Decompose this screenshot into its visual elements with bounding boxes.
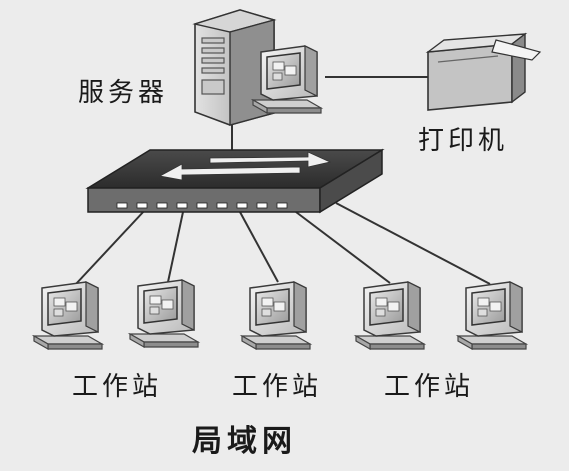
server-monitor [252,45,322,114]
workstation-4 [355,281,425,350]
workstation-2 [129,279,199,348]
switch-to-workstation-3-cable [239,211,279,283]
switch-to-workstation-1-cable [74,209,146,286]
printer [425,32,542,111]
switch-ports [116,202,288,209]
workstation-label: 工作站 [72,372,163,402]
workstation-1 [33,281,103,350]
workstation-label: 工作站 [384,372,475,402]
switch-to-workstation-5-cable [335,202,491,285]
server-label: 服务器 [78,78,169,108]
workstation-label: 工作站 [232,372,323,402]
workstation-5 [457,281,527,350]
workstation-3 [241,281,311,350]
printer-label: 打印机 [418,126,509,156]
network-cables [74,76,491,286]
switch-to-workstation-4-cable [295,211,391,284]
network-switch [85,148,385,214]
diagram-title: 局域网 [192,424,297,459]
switch-traffic-arrows [158,151,332,181]
switch-to-workstation-2-cable [167,211,184,283]
